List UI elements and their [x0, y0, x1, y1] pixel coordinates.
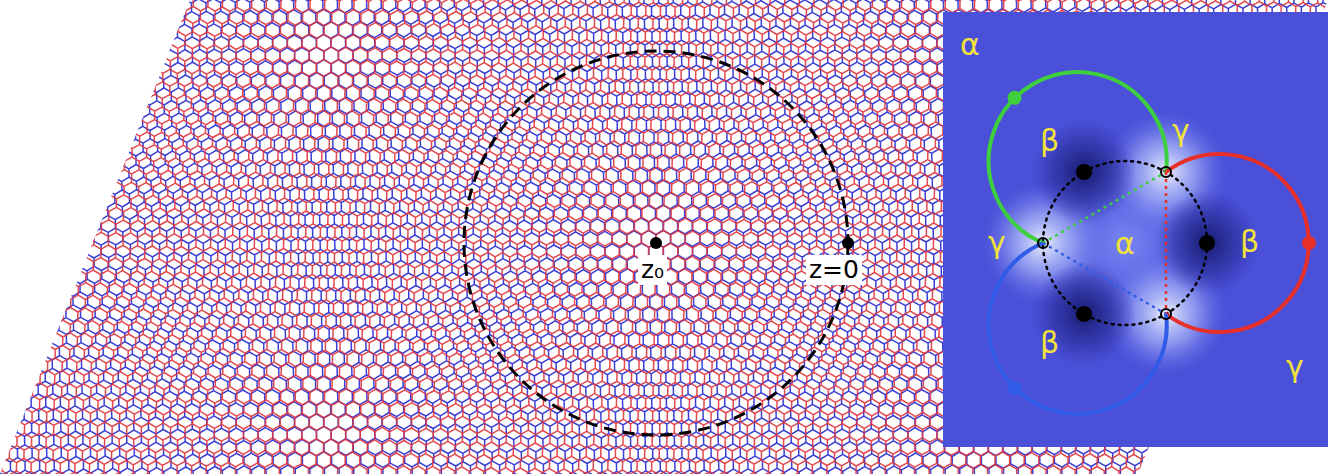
gamma-point [1161, 309, 1171, 319]
point-label: β [1040, 124, 1059, 157]
green-chord [1043, 172, 1166, 243]
dark-spot [1032, 120, 1136, 224]
beta-dot [1199, 235, 1215, 251]
red-dot [1302, 236, 1316, 250]
point-label: z=0 [806, 255, 862, 285]
region-label: α [1115, 227, 1135, 260]
inset [943, 12, 1328, 447]
origin-dot [842, 237, 854, 249]
intensity-map [981, 110, 1259, 376]
blue-chord [1043, 243, 1166, 314]
point-label: γ [1172, 114, 1190, 147]
point-label: γ [988, 226, 1006, 259]
red-arc [1166, 154, 1309, 332]
center-dot [650, 237, 662, 249]
dotted-circle [1043, 161, 1207, 325]
dashed-circle [464, 51, 848, 435]
gamma-point [1161, 167, 1171, 177]
point-label: z₀ [638, 255, 667, 285]
point-label: β [1040, 326, 1059, 359]
blue-arc [989, 243, 1167, 414]
dark-spot [1032, 262, 1136, 366]
green-dot [1008, 91, 1022, 105]
inset-background [943, 12, 1328, 447]
green-arc [989, 72, 1167, 243]
blue-dot [1008, 381, 1022, 395]
gamma-point [1038, 238, 1048, 248]
beta-dot [1076, 306, 1092, 322]
dark-spot [1155, 191, 1259, 295]
red-chord [1165, 172, 1168, 314]
point-label: γ [1286, 350, 1304, 383]
point-label: β [1240, 225, 1259, 258]
region-label: α [960, 28, 980, 61]
beta-dot [1076, 164, 1092, 180]
